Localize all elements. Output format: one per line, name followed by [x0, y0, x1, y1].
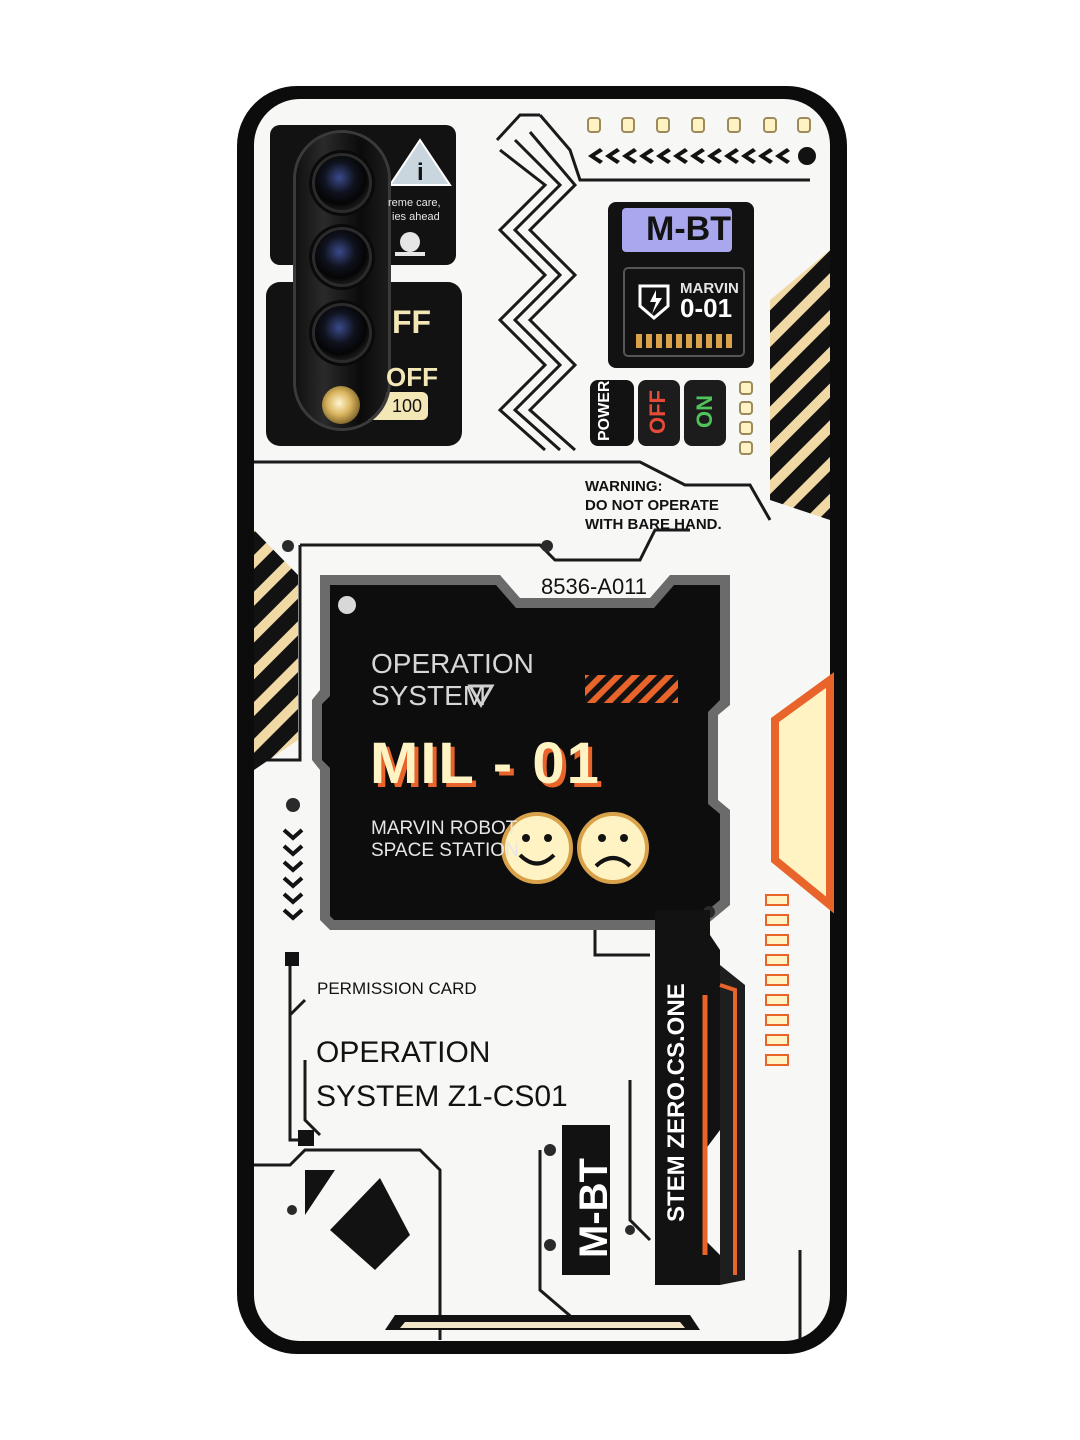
smiley-face-icon: [501, 812, 573, 884]
hazard-stripes-right: [770, 250, 830, 520]
circuit-lines: [254, 113, 810, 1340]
screw-icon: [338, 596, 356, 614]
mbt-badge: [622, 208, 732, 252]
diamond-shape: [330, 1178, 410, 1270]
camera-lens-icon: [315, 156, 369, 210]
warning-line1: WARNING:: [585, 478, 663, 495]
top-leds: [587, 117, 811, 133]
off-switch-label: OFF: [645, 390, 670, 434]
on-switch-label: ON: [692, 395, 717, 428]
warning-line3: WITH BARE HAND.: [585, 516, 722, 533]
skull-icon: [395, 232, 425, 256]
screen-system-label: SYSTEM: [371, 680, 487, 711]
right-led-column: [765, 894, 789, 1066]
screws: [282, 540, 715, 1251]
marvin-label: MARVIN: [680, 280, 739, 297]
chevron-down-icon: [282, 828, 304, 921]
mbt-vertical-label: M-BT: [572, 1158, 616, 1258]
vertical-system-label: STEM ZERO.CS.ONE: [663, 983, 690, 1222]
counter-value: 100: [392, 396, 423, 416]
gauge-bars: [636, 334, 732, 348]
warning-triangle-icon: [388, 138, 452, 186]
power-button: [590, 380, 634, 446]
screw-icon: [798, 147, 816, 165]
off-bottom-label: OFF: [386, 362, 438, 392]
robot-label-line2: SPACE STATION: [371, 840, 519, 861]
sad-face-icon: [577, 812, 649, 884]
orange-warning-stripes: [585, 675, 678, 703]
svg-text:i: i: [417, 159, 424, 186]
operation-line1: OPERATION: [316, 1036, 491, 1069]
caution-text-line2: ies ahead: [392, 211, 440, 223]
on-switch: [684, 380, 726, 446]
camera-lens-icon: [315, 306, 369, 360]
hazard-stripes-left: [254, 530, 298, 770]
caution-text-line1: reme care,: [388, 197, 441, 209]
robot-label-line1: MARVIN ROBOT: [371, 818, 518, 839]
flash-icon: [322, 386, 360, 424]
screen-title: MIL - 01: [370, 731, 601, 796]
chevron-row-icon: [588, 148, 790, 164]
mbt-vertical-block: [562, 1125, 610, 1275]
marvin-code: 0-01: [680, 293, 733, 323]
warning-line2: DO NOT OPERATE: [585, 497, 719, 514]
permission-card-label: PERMISSION CARD: [317, 979, 477, 998]
orange-hexagon: [771, 672, 834, 914]
operation-line2: SYSTEM Z1-CS01: [316, 1080, 568, 1113]
side-leds: [739, 381, 753, 455]
off-top-label: FF: [392, 304, 432, 340]
camera-lens-icon: [315, 230, 369, 284]
power-label: POWER: [596, 380, 613, 441]
off-switch: [638, 380, 680, 446]
mbt-badge-label: M-BT: [646, 210, 731, 248]
screen-operation-label: OPERATION: [371, 648, 534, 679]
triangle-logo-icon: [467, 684, 495, 708]
serial-number: 8536-A011: [541, 574, 648, 599]
corner-triangle: [305, 1170, 335, 1215]
lightning-shield-icon: [638, 284, 670, 320]
